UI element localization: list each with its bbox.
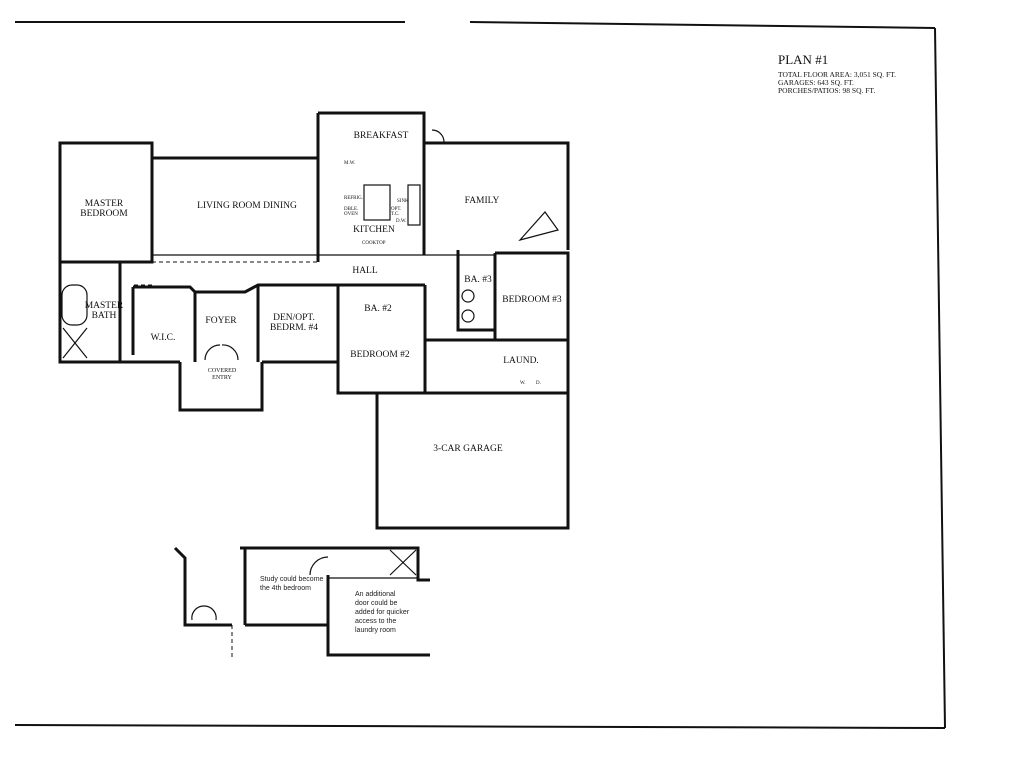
label-den: DEN/OPT. xyxy=(273,313,315,323)
label-bedroom-3: BEDROOM #3 xyxy=(502,295,562,305)
label-master-bedroom-2: BEDROOM xyxy=(80,209,128,219)
label-refrigerator: REFRIG. xyxy=(344,196,363,201)
label-dishwasher: D.W. xyxy=(396,219,406,224)
page-border xyxy=(14,21,946,729)
plan-title: PLAN #1 xyxy=(778,52,829,67)
label-opt-tc-2: T.C. xyxy=(391,212,400,217)
total-floor-area: TOTAL FLOOR AREA: 3,051 SQ. FT. xyxy=(778,70,897,79)
label-garage: 3-CAR GARAGE xyxy=(433,444,503,454)
label-microwave: M.W. xyxy=(344,161,355,166)
label-laund: LAUND. xyxy=(503,356,539,366)
label-cooktop: COOKTOP xyxy=(362,241,386,246)
label-den-2: BEDRM. #4 xyxy=(270,323,318,333)
garages-area: GARAGES: 643 SQ. FT. xyxy=(778,78,854,87)
label-sink: SINK xyxy=(397,199,409,204)
room-labels: MASTER BEDROOM LIVING ROOM DINING BREAKF… xyxy=(80,131,562,454)
label-dryer: D. xyxy=(536,381,541,386)
label-double-oven: DBLE. xyxy=(344,207,358,212)
label-master-bath: MASTER xyxy=(85,301,124,311)
note-study-2: the 4th bedroom xyxy=(260,585,311,592)
note-door-4: access to the xyxy=(355,618,396,625)
note-door-2: door could be xyxy=(355,600,398,607)
label-covered-entry: COVERED xyxy=(208,368,237,374)
label-living-dining: LIVING ROOM DINING xyxy=(197,201,297,211)
note-door: An additional xyxy=(355,591,396,598)
label-family: FAMILY xyxy=(465,196,500,206)
annotations: Study could become the 4th bedroom An ad… xyxy=(260,576,410,634)
label-kitchen: KITCHEN xyxy=(353,225,395,235)
label-wic: W.I.C. xyxy=(151,333,176,343)
plan-info: PLAN #1 TOTAL FLOOR AREA: 3,051 SQ. FT. … xyxy=(778,52,896,95)
label-bedroom-2: BEDROOM #2 xyxy=(350,350,410,360)
label-double-oven-2: OVEN xyxy=(344,212,358,217)
label-ba-2: BA. #2 xyxy=(364,304,392,314)
label-ba-3: BA. #3 xyxy=(464,275,492,285)
label-hall: HALL xyxy=(352,266,378,276)
label-master-bedroom: MASTER xyxy=(85,199,124,209)
label-washer: W. xyxy=(520,381,526,386)
note-door-3: added for quicker xyxy=(355,609,410,616)
label-foyer: FOYER xyxy=(205,316,237,326)
note-door-5: laundry room xyxy=(355,627,396,634)
inset-plan xyxy=(173,546,430,660)
label-covered-entry-2: ENTRY xyxy=(212,375,232,381)
note-study: Study could become xyxy=(260,576,324,583)
porches-area: PORCHES/PATIOS: 98 SQ. FT. xyxy=(778,86,876,95)
label-opt-tc: OPT. xyxy=(391,207,401,212)
walls xyxy=(58,111,570,530)
fixture-labels: M.W. REFRIG. DBLE. OVEN SINK OPT. T.C. D… xyxy=(344,161,541,386)
label-master-bath-2: BATH xyxy=(92,311,117,321)
label-breakfast: BREAKFAST xyxy=(354,131,409,141)
